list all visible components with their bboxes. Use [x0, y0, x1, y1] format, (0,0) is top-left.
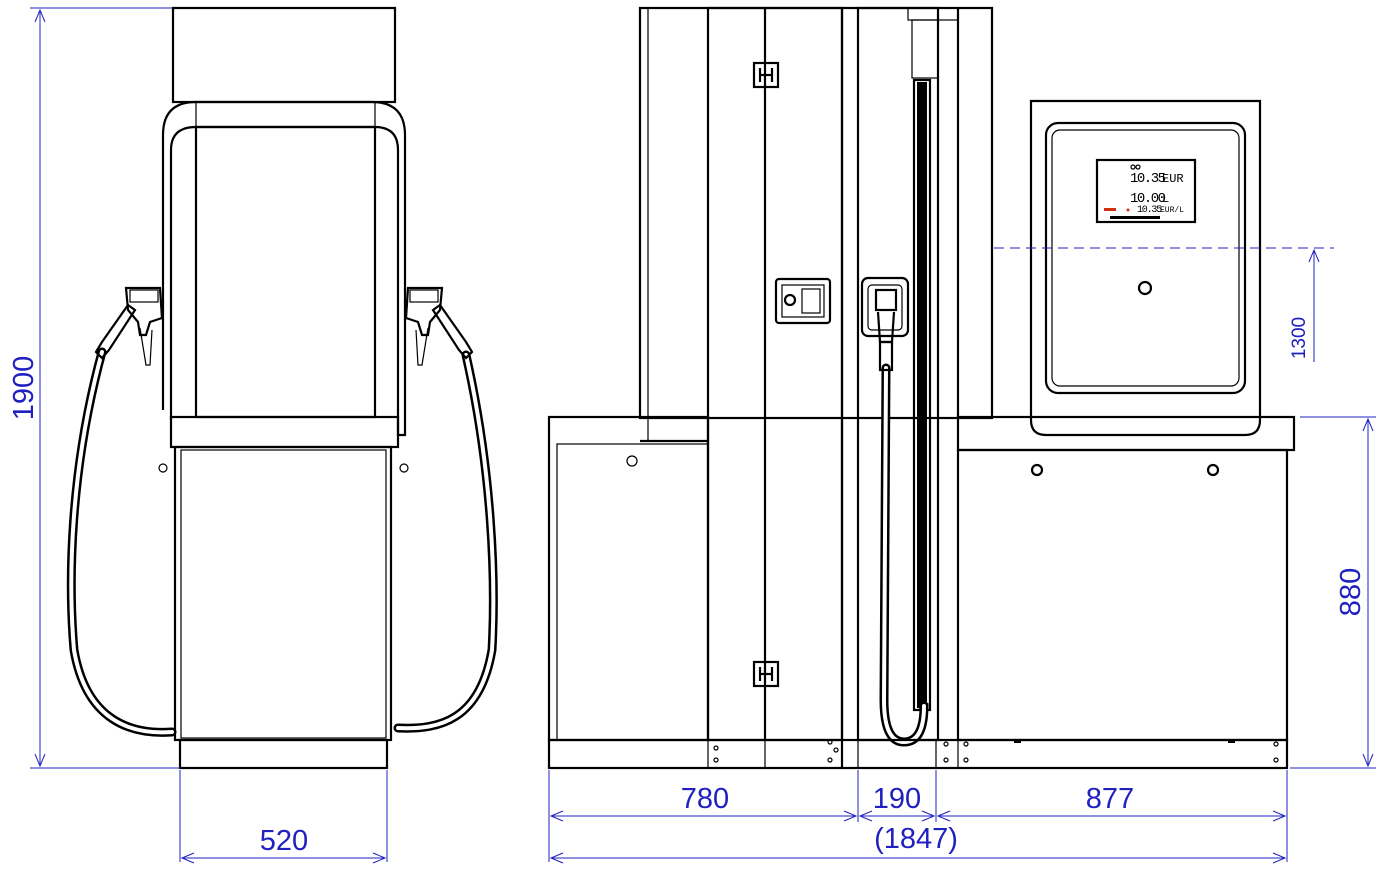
- dim-height-1900: 1900: [8, 356, 40, 421]
- door-lock: [774, 277, 832, 325]
- door-hinge-bottom: [752, 660, 780, 688]
- side-view: [66, 6, 498, 770]
- front-left-cabinet: [547, 415, 710, 742]
- side-head-housing: [161, 100, 407, 437]
- lcd-volume-unit: L: [1162, 192, 1169, 206]
- front-tall-column: [638, 6, 994, 420]
- dim-display-1300: 1300: [1289, 317, 1310, 359]
- front-nozzle-holder: [860, 276, 910, 372]
- side-top-column: [171, 6, 397, 104]
- lcd-amount: 10.35: [1130, 171, 1166, 187]
- dim-depth-780: 780: [681, 783, 729, 815]
- side-head-panel: [194, 125, 377, 419]
- side-nozzle-left: [94, 286, 164, 366]
- dim-width-520: 520: [260, 825, 308, 857]
- dimensions: 1900 520 780 190 877 (1847): [8, 7, 1376, 864]
- side-waist-band: [169, 415, 400, 449]
- side-plinth: [178, 738, 389, 770]
- side-base-cabinet: [173, 445, 393, 742]
- front-plinth: [547, 738, 1289, 770]
- front-column-door: [706, 6, 844, 742]
- side-nozzle-right: [404, 286, 474, 366]
- lcd-price-unit: EUR/L: [1160, 206, 1184, 215]
- front-right-base: [956, 415, 1296, 452]
- display-head: [1029, 99, 1262, 437]
- dim-depth-total: (1847): [874, 823, 958, 855]
- lcd-price: 10.35: [1137, 205, 1162, 216]
- lcd-screen: 10.35 EUR 10.00 L 10.35 EUR/L: [1095, 158, 1197, 224]
- display-button: [1137, 280, 1153, 296]
- side-hose-left: [66, 347, 177, 737]
- dim-depth-877: 877: [1086, 783, 1134, 815]
- door-hinge-top: [752, 61, 780, 89]
- dim-depth-190: 190: [873, 783, 921, 815]
- lcd-volume: 10.00: [1130, 191, 1166, 207]
- front-view: 10.35 EUR 10.00 L 10.35 EUR/L: [547, 6, 1296, 770]
- dim-base-880: 880: [1335, 568, 1367, 616]
- lcd-indicator: [1104, 208, 1116, 211]
- lcd-amount-unit: EUR: [1162, 172, 1184, 186]
